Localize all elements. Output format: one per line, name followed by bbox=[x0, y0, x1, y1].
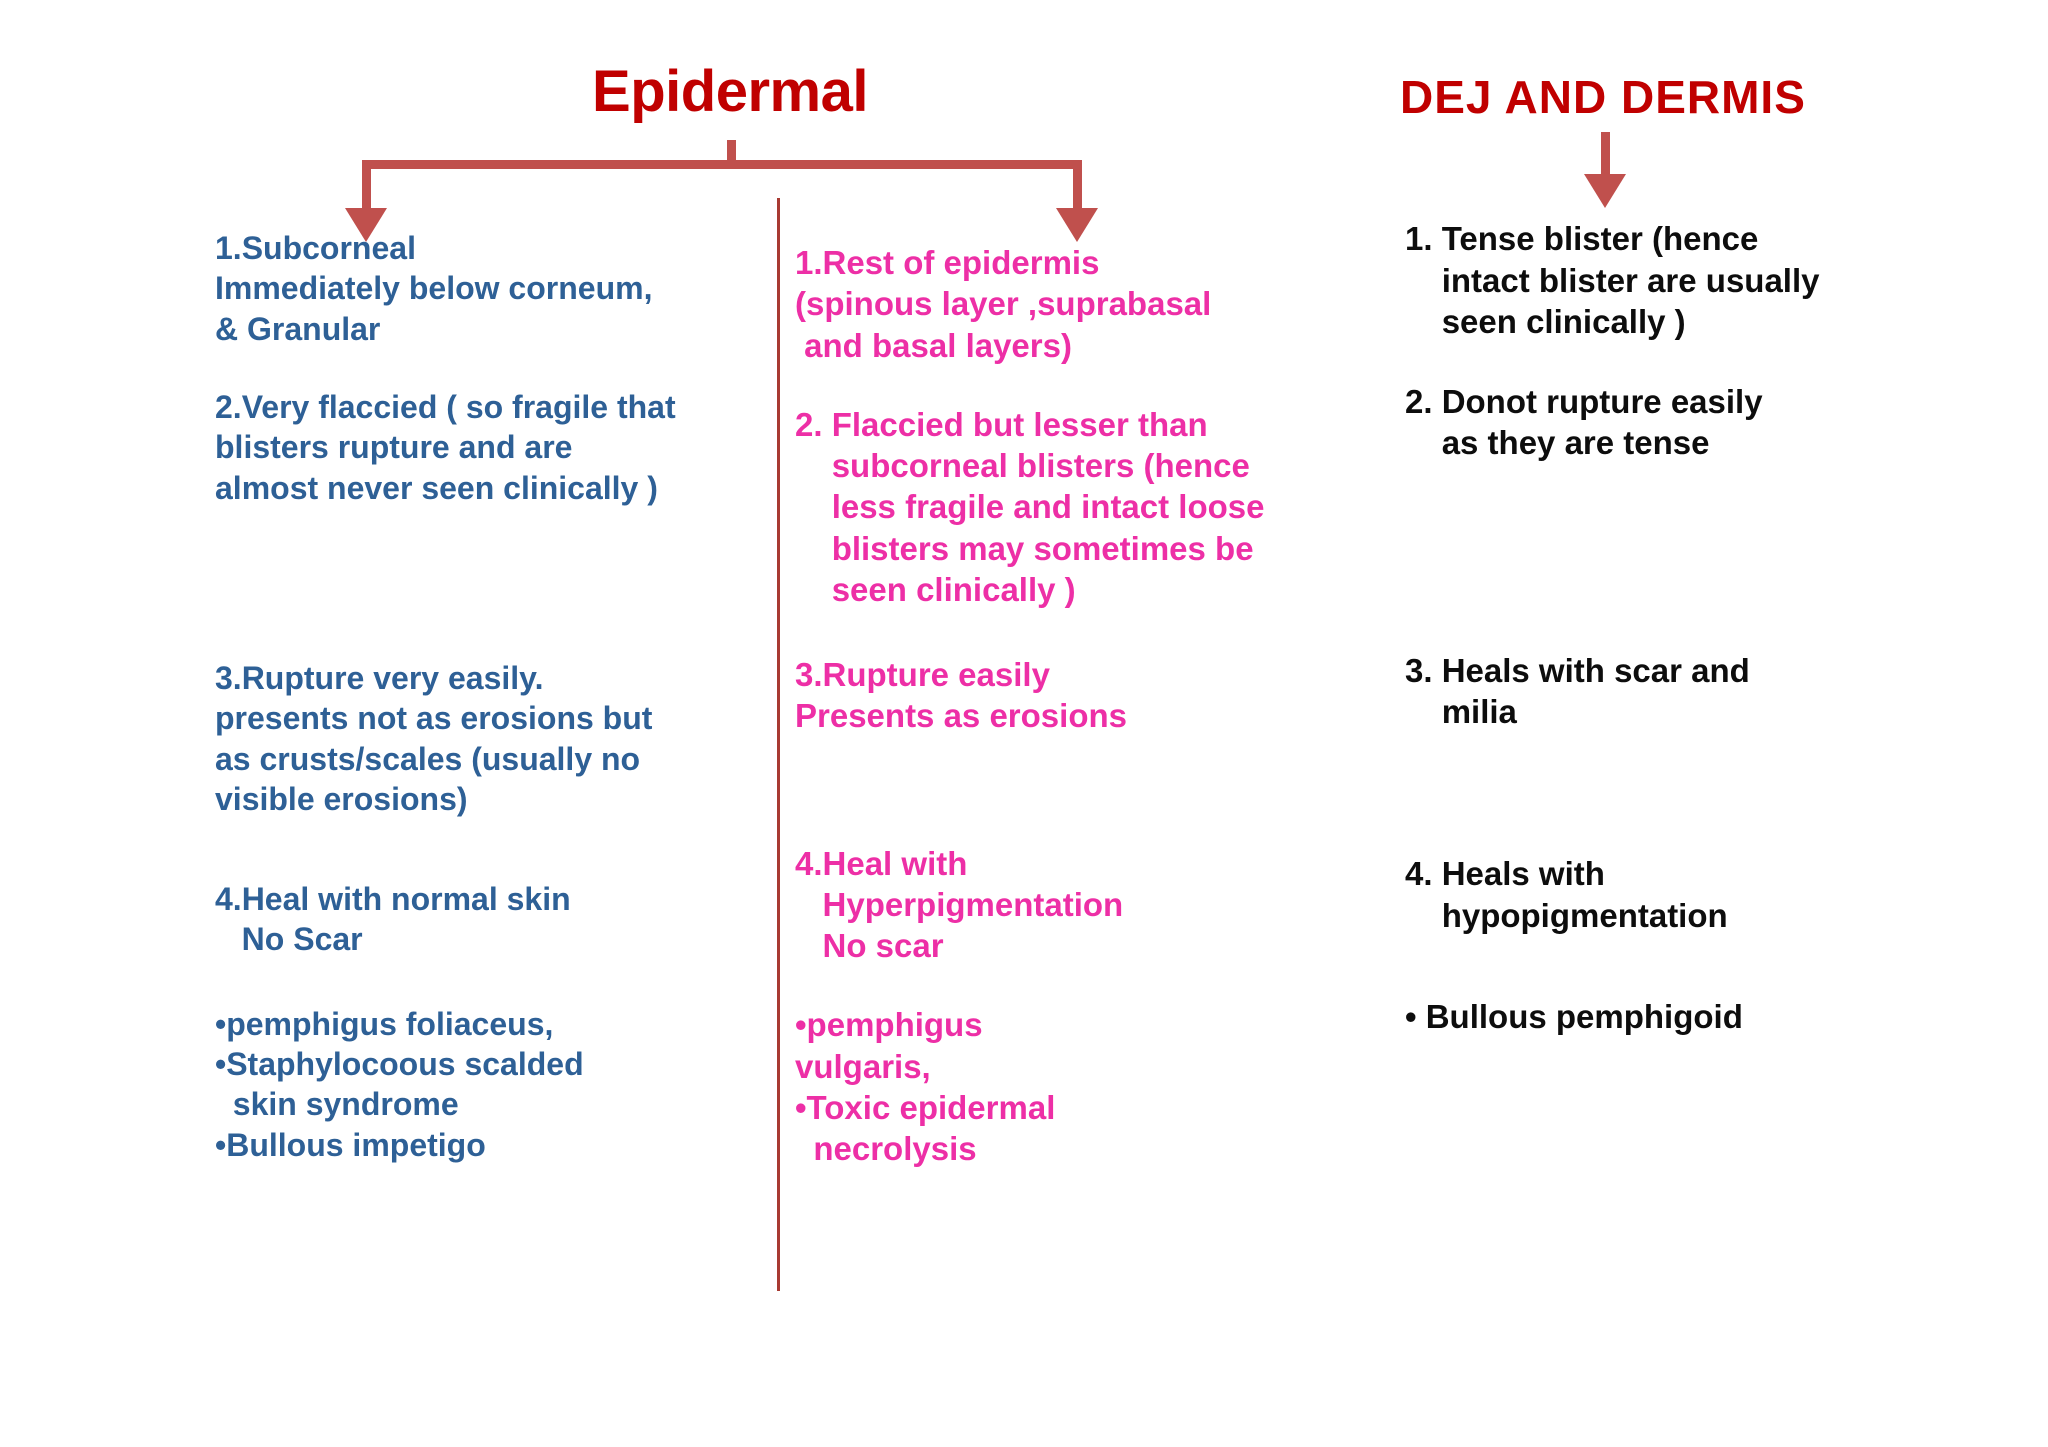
connector-drop-left bbox=[362, 160, 371, 214]
arrow-down-icon-subcorneal bbox=[345, 208, 387, 242]
column-dej-and-dermis: 1. Tense blister (hence intact blister a… bbox=[1405, 218, 1965, 1038]
spacer bbox=[215, 819, 775, 879]
page-title-epidermal: Epidermal bbox=[592, 59, 868, 124]
rest-item-4: 4.Heal with Hyperpigmentation No scar bbox=[795, 844, 1124, 965]
spacer bbox=[795, 966, 1340, 1004]
connector-dej-shaft bbox=[1601, 132, 1610, 180]
rest-item-3: 3.Rupture easily Presents as erosions bbox=[795, 656, 1127, 735]
subcorneal-bullets: •pemphigus foliaceus, •Staphylocoous sca… bbox=[215, 1005, 584, 1163]
connector-stem bbox=[727, 140, 736, 168]
rest-item-1: 1.Rest of epidermis (spinous layer ,supr… bbox=[795, 244, 1212, 364]
spacer bbox=[215, 960, 775, 1004]
arrow-down-icon-rest-of-epidermis bbox=[1056, 208, 1098, 242]
subcorneal-item-2: 2.Very flaccied ( so fragile that bliste… bbox=[215, 388, 676, 506]
connector-drop-right bbox=[1073, 160, 1082, 214]
spacer bbox=[1405, 464, 1965, 650]
rest-item-2: 2. Flaccied but lesser than subcorneal b… bbox=[795, 405, 1265, 608]
subcorneal-item-4: 4.Heal with normal skin No Scar bbox=[215, 881, 571, 958]
dej-item-2: 2. Donot rupture easily as they are tens… bbox=[1405, 382, 1763, 462]
dej-item-1: 1. Tense blister (hence intact blister a… bbox=[1405, 220, 1820, 341]
subcorneal-item-3: 3.Rupture very easily. presents not as e… bbox=[215, 659, 653, 817]
spacer bbox=[795, 737, 1340, 843]
column-divider bbox=[777, 198, 780, 1291]
rest-bullets: •pemphigus vulgaris, •Toxic epidermal ne… bbox=[795, 1006, 1056, 1167]
column-rest-of-epidermis: 1.Rest of epidermis (spinous layer ,supr… bbox=[795, 242, 1340, 1169]
spacer bbox=[795, 610, 1340, 654]
subcorneal-item-1: 1.Subcorneal Immediately below corneum, … bbox=[215, 230, 653, 347]
spacer bbox=[215, 349, 775, 387]
dej-item-3: 3. Heals with scar and milia bbox=[1405, 651, 1750, 731]
spacer bbox=[1405, 733, 1965, 853]
arrow-down-icon-dej bbox=[1584, 174, 1626, 208]
spacer bbox=[795, 366, 1340, 404]
spacer bbox=[1405, 936, 1965, 996]
spacer bbox=[215, 508, 775, 658]
connector-horizontal-bar bbox=[362, 160, 1082, 169]
dej-item-4: 4. Heals with hypopigmentation bbox=[1405, 855, 1728, 934]
column-subcorneal: 1.Subcorneal Immediately below corneum, … bbox=[215, 228, 775, 1165]
spacer bbox=[1405, 343, 1965, 381]
dej-bullets: • Bullous pemphigoid bbox=[1405, 998, 1743, 1036]
page-title-dej-and-dermis: DEJ AND DERMIS bbox=[1400, 71, 1806, 123]
